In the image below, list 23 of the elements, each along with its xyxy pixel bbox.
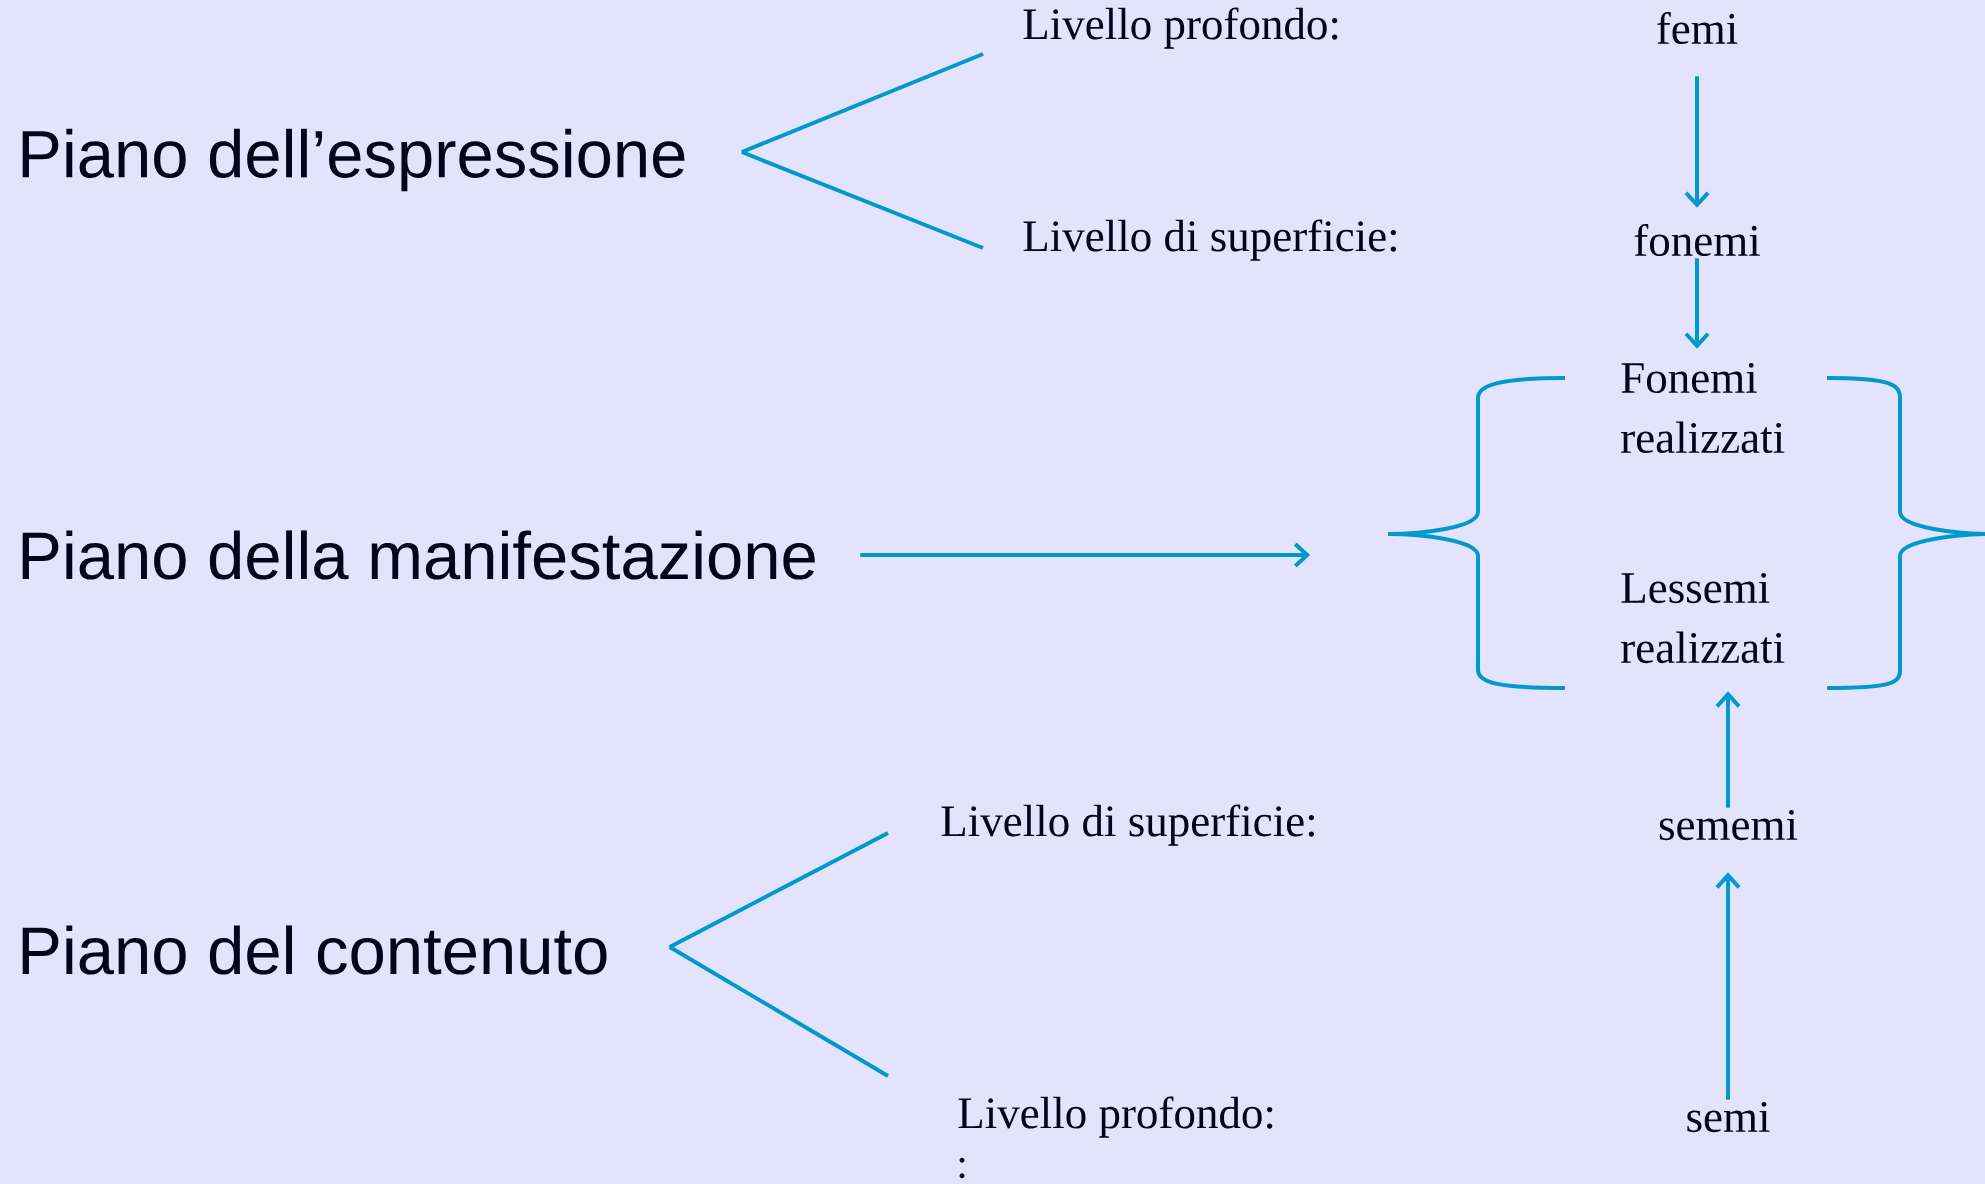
label: :: [959, 1157, 965, 1179]
level-label: Livello di superficie:: [941, 804, 1314, 846]
connector-line: [668, 831, 889, 949]
level-label: Livello profondo:: [958, 1096, 1273, 1138]
plane-label: Piano dell’espressione: [22, 128, 685, 192]
plane-label: Piano della manifestazione: [22, 530, 815, 580]
level-label: Livello di superficie:: [1023, 219, 1397, 261]
term-label: sememi: [1659, 809, 1798, 841]
term-label: semi: [1687, 1101, 1770, 1133]
term-label: Lessemi realizzati: [1621, 572, 1785, 664]
term-label: femi: [1657, 11, 1738, 45]
term-label: Fonemi realizzati: [1621, 362, 1785, 454]
arrow: [1715, 872, 1741, 1100]
term-label: fonemi: [1634, 223, 1760, 257]
connector-line: [741, 150, 984, 250]
arrow: [860, 542, 1311, 568]
arrow: [1684, 258, 1710, 349]
arrow: [1715, 691, 1741, 808]
connector-line: [668, 945, 890, 1078]
plane-label: Piano del contenuto: [22, 925, 607, 975]
connector-line: [741, 52, 984, 154]
level-label: Livello profondo:: [1023, 7, 1338, 49]
arrow: [1684, 76, 1710, 208]
